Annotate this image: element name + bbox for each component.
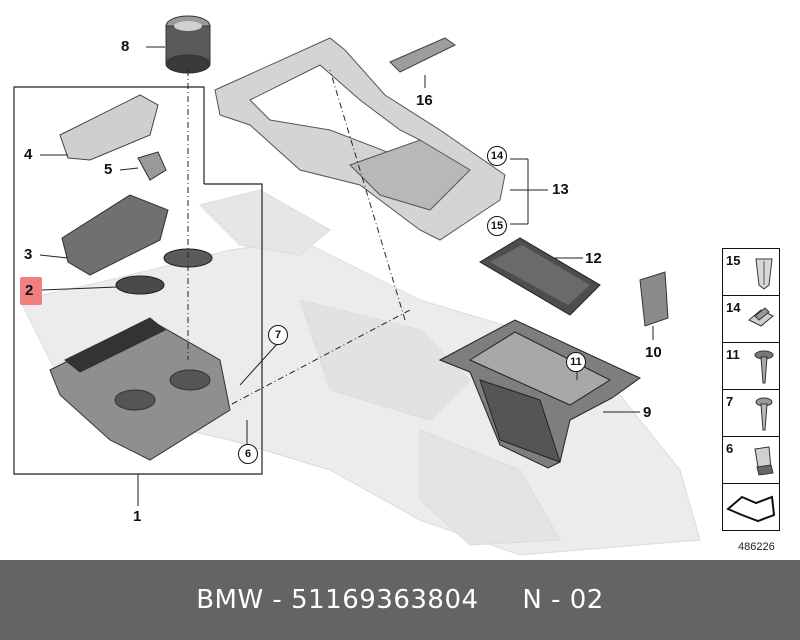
part-number-text: BMW - 51169363804 N - 02: [196, 585, 604, 615]
cupholder-assembly-part: [49, 317, 231, 461]
callout-8: 8: [121, 38, 130, 55]
callout-3: 3: [24, 246, 33, 263]
cover-part-5: [137, 151, 167, 181]
callout-6-circled: 6: [238, 444, 258, 464]
legend-cell-14: 14: [722, 295, 780, 343]
storage-tray-part: [438, 319, 641, 469]
callout-7-circled: 7: [268, 325, 288, 345]
callout-1: 1: [133, 508, 142, 525]
legend-cell-11: 11: [722, 342, 780, 390]
callout-12: 12: [585, 250, 602, 267]
trim-panel-part: [214, 37, 506, 241]
callout-10: 10: [645, 344, 662, 361]
cover-part-4: [59, 94, 159, 161]
trim-insert-part: [389, 37, 456, 73]
callout-14-circled: 14: [487, 146, 507, 166]
diagram-id: 486226: [738, 541, 775, 553]
callout-5: 5: [104, 161, 113, 178]
callout-11-circled: 11: [566, 352, 586, 372]
legend-number: 11: [726, 347, 740, 362]
center-console-ghost: [19, 189, 701, 556]
screw-icon: [755, 397, 773, 431]
legend-cell-7: 7: [722, 389, 780, 437]
clip-icon: [755, 258, 773, 290]
highlight-marker: [20, 277, 42, 305]
diagram-drawing: [13, 15, 701, 556]
parts-diagram: 8 16 4 5 13 3 12 2 10 9 1 14 15 7 11 6 1…: [13, 15, 780, 556]
callout-9: 9: [643, 404, 652, 421]
leader-lines: [39, 46, 654, 506]
storage-mat-part: [479, 237, 601, 316]
callout-2: 2: [25, 282, 34, 299]
legend-cell-6: 6: [722, 436, 780, 484]
fastener-legend: 15 14 11 7 6: [722, 248, 780, 531]
legend-number: 15: [726, 253, 741, 268]
clip-nut-icon: [754, 446, 774, 476]
legend-cell-15: 15: [722, 248, 780, 296]
group-frame: [13, 86, 263, 475]
legend-number: 6: [726, 441, 734, 456]
bracket-part: [639, 271, 669, 327]
screw-icon: [754, 350, 774, 384]
callout-15-circled: 15: [487, 216, 507, 236]
callout-13: 13: [552, 181, 569, 198]
legend-arrow-cell: [722, 483, 780, 531]
callout-16: 16: [416, 92, 433, 109]
part-number-footer: BMW - 51169363804 N - 02: [0, 560, 800, 640]
legend-number: 7: [726, 394, 734, 409]
spring-nut-icon: [748, 307, 774, 327]
callout-4: 4: [24, 146, 33, 163]
cupholder-mat-part: [115, 275, 165, 295]
storage-part-3: [61, 194, 169, 276]
ashtray-part: [165, 15, 211, 74]
installation-direction-icon: [726, 495, 776, 523]
legend-number: 14: [726, 300, 741, 315]
